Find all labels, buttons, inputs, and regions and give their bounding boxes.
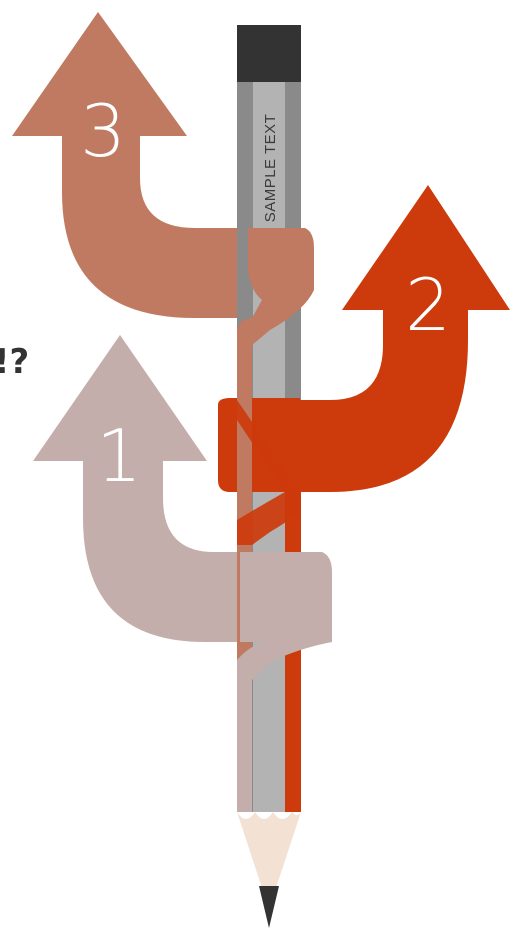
pencil-eraser bbox=[237, 25, 301, 82]
pencil-label: SAMPLE TEXT bbox=[262, 114, 279, 223]
pencil-tip-graphite bbox=[259, 886, 279, 928]
arrow-2-number: 2 bbox=[405, 263, 451, 347]
arrow-3: 3 bbox=[12, 12, 252, 318]
edge-text: !? bbox=[0, 342, 29, 382]
arrow-3-number: 3 bbox=[80, 89, 126, 173]
arrow-1-number: 1 bbox=[96, 414, 142, 498]
arrow-1: 1 bbox=[33, 335, 250, 642]
arrow-2-shape bbox=[290, 185, 510, 492]
pencil-tip-wood bbox=[237, 812, 301, 888]
arrow-3-shape bbox=[12, 12, 252, 318]
